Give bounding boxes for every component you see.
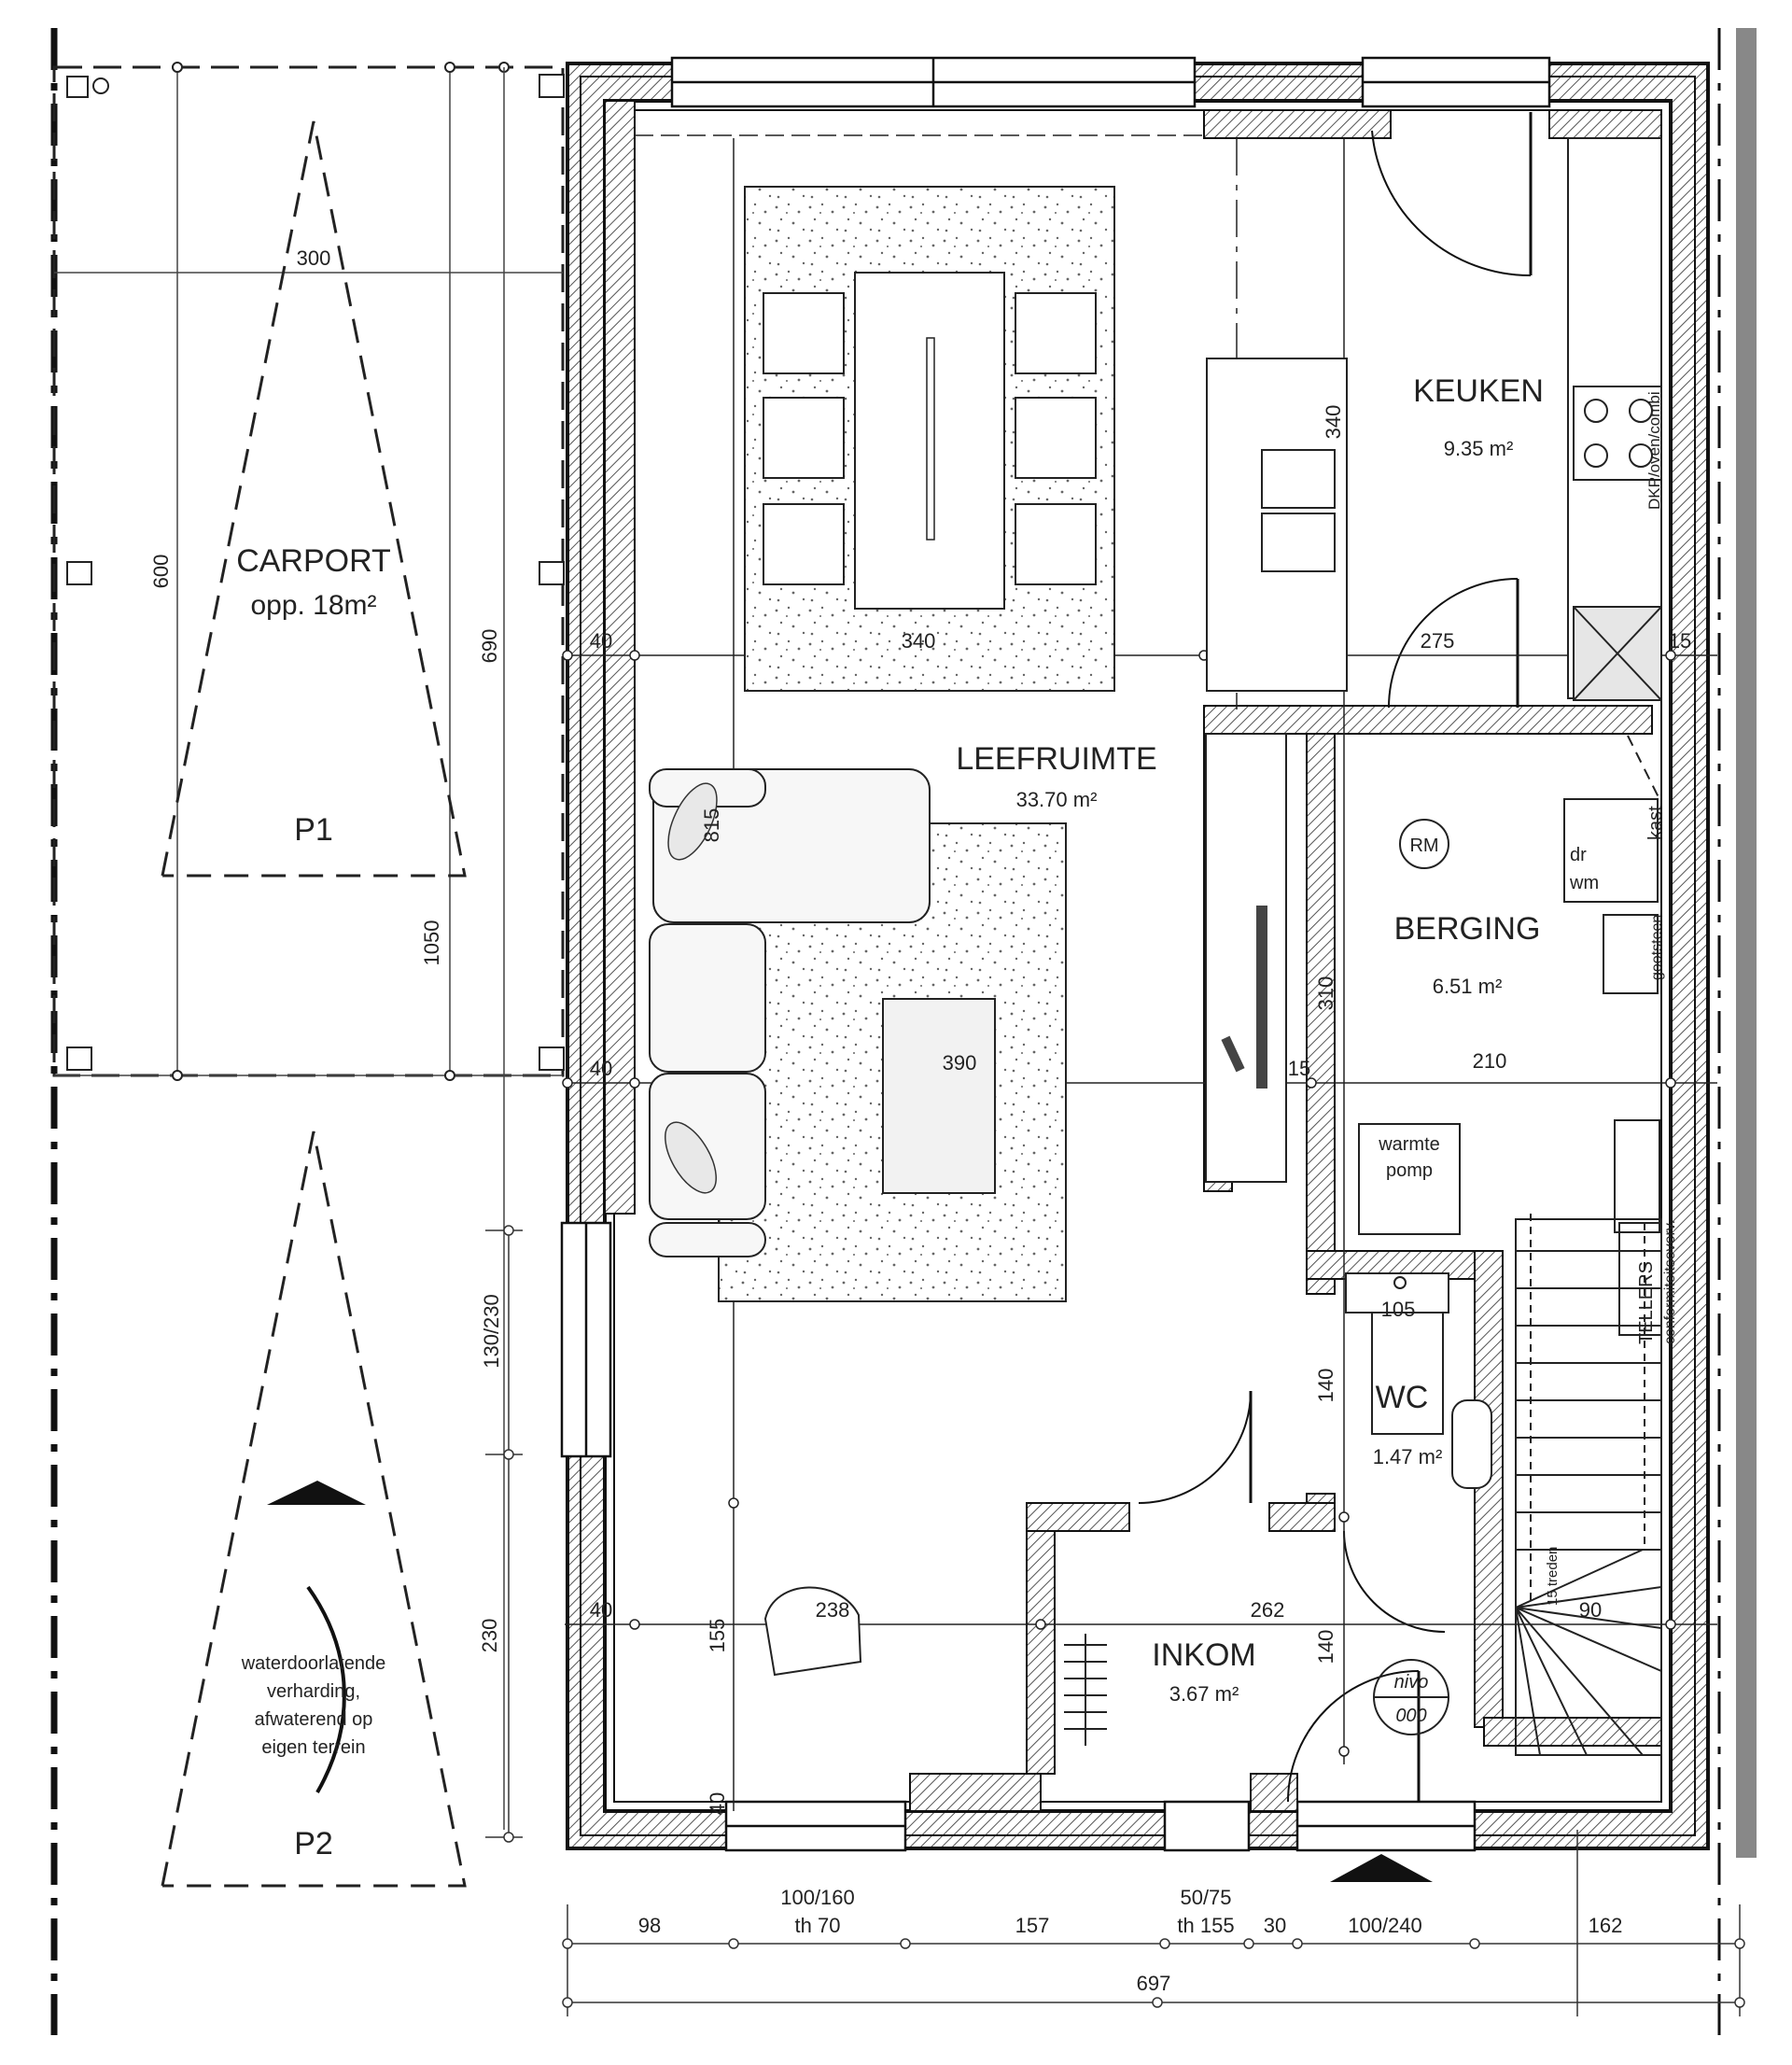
dim-697: 697 [1137, 1972, 1171, 1995]
dim-155: 155 [706, 1619, 729, 1653]
doors [1138, 112, 1533, 1803]
dim-210: 210 [1473, 1049, 1507, 1073]
dim-15-kitchen: 15 [1669, 629, 1691, 653]
dim-162: 162 [1589, 1914, 1623, 1937]
dim-300: 300 [297, 246, 331, 270]
dim-100-240: 100/240 [1348, 1914, 1422, 1937]
dining-area [744, 186, 1115, 692]
bottom-dimension-lines [562, 1830, 1745, 2016]
dim-40-mid: 40 [590, 1057, 612, 1080]
parking-spot-p1 [161, 120, 467, 878]
washer-label: wm [1569, 873, 1599, 893]
staircase [1515, 1214, 1662, 1756]
dim-15-berging: 15 [1288, 1057, 1310, 1080]
room-area-keuken: 9.35 m² [1444, 437, 1514, 460]
parking-label-p2: P2 [294, 1826, 333, 1861]
dim-40-bottom-wall: 40 [706, 1792, 729, 1815]
paving-note-line-3: afwaterend op [255, 1709, 373, 1730]
room-name-leefruimte: LEEFRUIMTE [956, 741, 1156, 777]
kitchen-island [1206, 358, 1348, 692]
carport-title: CARPORT [236, 543, 391, 579]
room-name-inkom: INKOM [1152, 1637, 1255, 1673]
dim-105: 105 [1381, 1298, 1416, 1321]
dim-275: 275 [1421, 629, 1455, 653]
dim-690: 690 [478, 629, 501, 664]
dim-90: 90 [1579, 1598, 1602, 1622]
dim-140-wc: 140 [1314, 1369, 1337, 1403]
parking-label-p1: P1 [294, 812, 333, 848]
room-area-inkom: 3.67 m² [1169, 1682, 1239, 1706]
dim-340-table: 340 [902, 629, 936, 653]
stair-label: 15 treden [1545, 1547, 1561, 1606]
room-name-wc: WC [1376, 1380, 1429, 1415]
dim-40-top: 40 [590, 629, 612, 653]
sink-label: gootsteen [1649, 915, 1665, 980]
kitchen-counter [1567, 137, 1662, 701]
driveway-arrow [267, 1481, 366, 1793]
room-name-keuken: KEUKEN [1413, 373, 1544, 409]
heat-pump-label-1: warmte [1378, 1134, 1440, 1155]
room-name-berging: BERGING [1394, 911, 1541, 947]
dim-140-inkom: 140 [1314, 1630, 1337, 1665]
wc-fixtures [1345, 1272, 1492, 1489]
dim-238: 238 [816, 1598, 850, 1622]
berging-fixtures [1358, 735, 1662, 1235]
paving-note-line-1: waterdoorlatende [241, 1653, 386, 1674]
dim-100-160: 100/160 [780, 1886, 855, 1909]
kast-label: kast [1645, 806, 1666, 840]
parking-spot-p2 [161, 1131, 467, 1888]
side-dimension-lines [485, 1225, 523, 1843]
heat-pump-label-2: pomp [1386, 1160, 1433, 1181]
paving-note-line-2: verharding, [267, 1681, 360, 1702]
dim-340-island: 340 [1322, 405, 1345, 440]
dim-310: 310 [1314, 976, 1337, 1011]
dim-th-70: th 70 [795, 1914, 841, 1937]
windows [560, 56, 1551, 1852]
dim-815: 815 [700, 808, 723, 843]
carport-area: opp. 18m² [250, 590, 376, 621]
meters-label: TELLERS [1636, 1261, 1657, 1344]
compliance-label: conformiteitsoverv. [1662, 1220, 1678, 1344]
dim-230: 230 [478, 1619, 501, 1653]
dim-40-low: 40 [590, 1598, 612, 1622]
level-value: 000 [1395, 1706, 1426, 1726]
dryer-label: dr [1570, 845, 1587, 865]
cooktop-label: DKP/oven/combi [1645, 391, 1663, 510]
dim-30: 30 [1264, 1914, 1286, 1937]
room-area-berging: 6.51 m² [1433, 975, 1503, 998]
dim-th-155: th 155 [1177, 1914, 1234, 1937]
rm-label: RM [1409, 836, 1438, 856]
living-area [649, 733, 1287, 1677]
dim-50-75: 50/75 [1180, 1886, 1231, 1909]
dim-157: 157 [1015, 1914, 1050, 1937]
dim-262: 262 [1251, 1598, 1285, 1622]
room-area-wc: 1.47 m² [1373, 1445, 1443, 1468]
room-area-leefruimte: 33.70 m² [1016, 788, 1098, 811]
grid-axes [562, 134, 1717, 1811]
dim-390: 390 [943, 1051, 977, 1075]
dim-1050: 1050 [420, 920, 443, 966]
paving-note-line-4: eigen terrein [261, 1737, 365, 1758]
interior-walls [909, 109, 1662, 1812]
level-label: nivo [1394, 1672, 1429, 1693]
entrance-arrow [1330, 1854, 1433, 1882]
dim-98: 98 [638, 1914, 661, 1937]
inkom-fixtures [1064, 1634, 1449, 1746]
dim-130-230: 130/230 [480, 1294, 503, 1369]
carport [52, 62, 565, 1830]
site-boundaries [50, 28, 1757, 2035]
dim-600: 600 [149, 555, 173, 589]
